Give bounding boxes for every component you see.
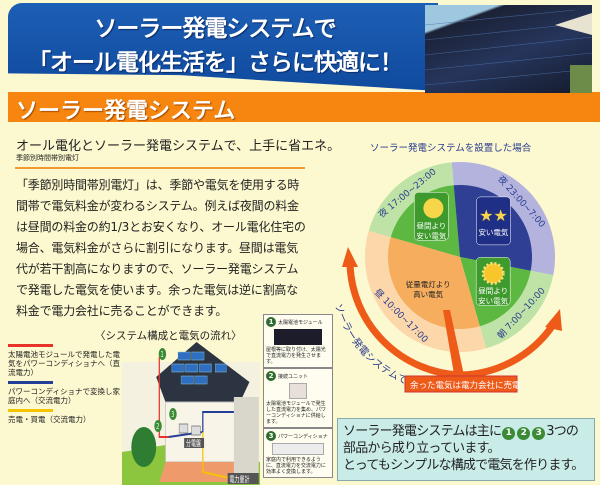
stars-icon: ★★ — [479, 206, 508, 225]
solar-module-image — [274, 329, 322, 345]
distribution-board-label: 分電盤 — [186, 438, 201, 449]
note-number: 1 — [502, 427, 516, 440]
solar-panels — [171, 351, 227, 385]
legend-yellow-line — [8, 409, 53, 412]
component-name: 接続ユニット — [278, 374, 309, 380]
time-of-use-diagram: ソーラー発電システムを設置した場合 夜 17:00~23:00昼間より安い電気夜… — [332, 142, 562, 393]
lead-heading: オール電化とソーラー発電システムで、上手に省エネ。 — [16, 139, 341, 154]
sell-label-box — [404, 375, 518, 393]
arrow-head-right — [545, 309, 562, 331]
segment-label: 昼間より — [478, 286, 508, 295]
marker-2: 2 — [156, 422, 159, 432]
section-title: ソーラー発電システム — [16, 99, 236, 124]
component-desc: 家庭内で利用できるように、直流電力を交流電力に効率よく変換します。 — [266, 457, 326, 475]
moon-icon — [423, 198, 444, 219]
component-desc: 太陽電池モジュールで発生した直流電力を集め、パワーコンディショナに供給します。 — [266, 401, 327, 425]
legend-item: パワーコンディショナで変換し家庭内へ（交流電力） — [8, 387, 120, 405]
note-line3: とってもシンプルな構成で電気を作ります。 — [343, 458, 584, 473]
legend-item: 売電・買電（交流電力） — [8, 415, 91, 424]
segment-daytime — [388, 237, 480, 329]
house-illustration: 分電盤 電力量計 1 2 3 — [122, 342, 260, 485]
segment-label: 高い電気 — [413, 289, 443, 299]
marker-3: 3 — [171, 410, 174, 420]
power-conditioner-image — [272, 443, 324, 455]
body-text: 「季節別時間帯別電灯」は、季節や電気を使用する時間帯で電気料金が変わるシステム。… — [16, 178, 306, 318]
junction-unit-image — [289, 383, 307, 399]
header-line2: 「オール電化生活を」さらに快適に！ — [28, 50, 403, 76]
legend-red-line — [8, 344, 53, 347]
marker-1: 1 — [161, 350, 164, 360]
note-number: 3 — [532, 427, 546, 440]
icon-tile — [476, 196, 511, 246]
sun-icon — [481, 261, 505, 285]
flow-legend: 太陽電池モジュールで発電した電気をパワーコンディショナへ（直流電力） パワーコン… — [8, 342, 120, 424]
segment-label: 安い電気 — [478, 295, 508, 305]
component-number: 3 — [266, 431, 276, 441]
solar-roof-photo — [425, 5, 592, 93]
component-desc: 屋根等に取り付け、太陽光で直流電力を発生させます。 — [266, 347, 326, 365]
component-number: 2 — [266, 371, 276, 381]
note-line2: 部品から成り立っています。 — [343, 441, 500, 456]
component-name: 太陽電池モジュール — [278, 320, 323, 326]
flow-title: 〈システム構成と電気の流れ〉 — [95, 330, 242, 342]
note-text: ソーラー発電システムは主に — [343, 424, 502, 439]
divider — [15, 167, 305, 169]
segment-label: 安い電気 — [478, 227, 508, 237]
legend-blue-line — [8, 381, 53, 384]
header-line1: ソーラー発電システムで — [94, 16, 336, 42]
section-title-bar: ソーラー発電システム — [8, 92, 600, 124]
component-number: 1 — [266, 317, 276, 327]
note-text: 3つの — [546, 424, 579, 439]
generation-arrow — [346, 264, 556, 379]
segment-label: 従量電灯より — [406, 279, 451, 289]
sell-pointer — [443, 310, 465, 380]
segment-label: 昼間より — [416, 221, 446, 230]
sell-label: 余った電気は電力会社に売電 — [410, 380, 521, 391]
meter-label: 電力量計 — [230, 474, 250, 485]
diagram-title: ソーラー発電システムを設置した場合 — [370, 142, 532, 154]
segment-label: 安い電気 — [416, 230, 446, 240]
legend-item: 太陽電池モジュールで発電した電気をパワーコンディショナへ（直流電力） — [8, 350, 120, 377]
lead-subheading: 季節別時間帯別電灯 — [16, 154, 79, 162]
arrow-head-left — [342, 247, 358, 267]
note-number: 2 — [517, 427, 531, 440]
component-name: パワーコンディショナ — [278, 434, 328, 440]
